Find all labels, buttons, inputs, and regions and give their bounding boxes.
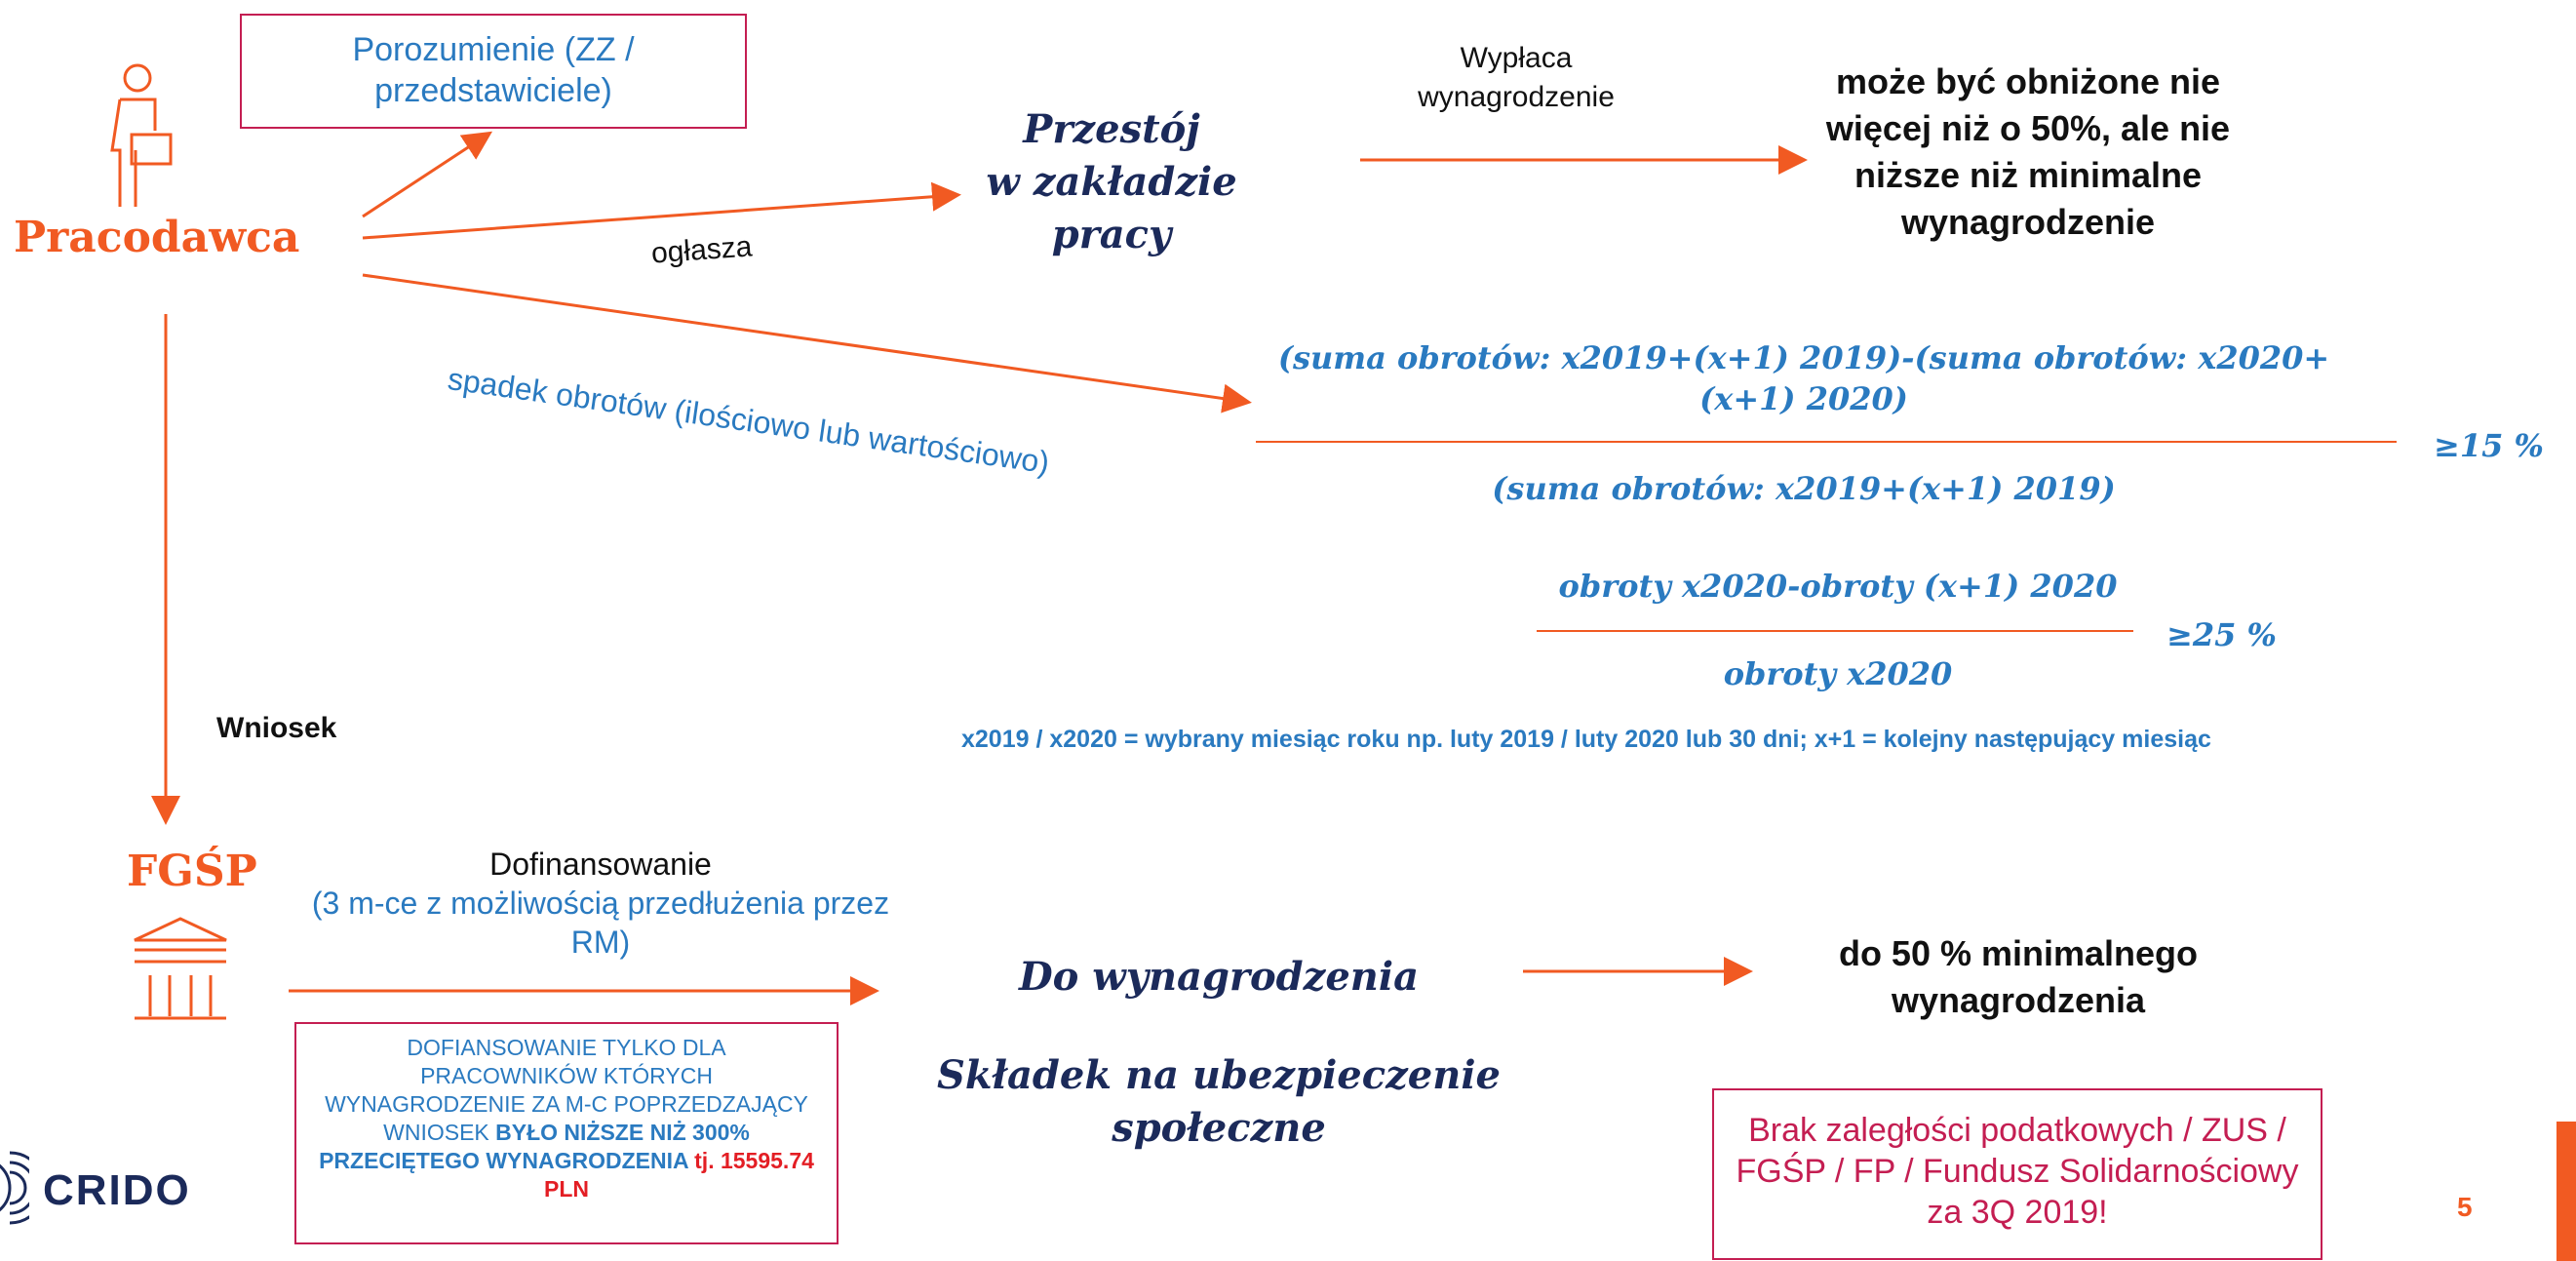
employer-label: Pracodawca	[14, 213, 300, 262]
formula2-threshold: ≥25 %	[2166, 616, 2277, 653]
formula1-denominator: (suma obrotów: x2019+(x+1) 2019)	[1492, 470, 2116, 507]
arrow-turnover-drop	[362, 273, 1252, 414]
cofunding-title: Dofinansowanie	[489, 847, 712, 882]
downtime-line1: Przestój	[1023, 106, 1200, 152]
salary-reduction-text: może być obniżone nie więcej niż o 50%, …	[1825, 61, 2231, 242]
pays-salary-line1: Wypłaca	[1460, 42, 1573, 74]
downtime-title: Przestój w zakładzie pracy	[936, 103, 1287, 261]
employer-person-icon	[110, 63, 173, 207]
arrow-to-agreement	[362, 131, 493, 218]
eligibility-part3: tj. 15595.74 PLN	[544, 1148, 814, 1202]
crido-logo-text: CRIDO	[43, 1166, 191, 1214]
crido-logo-mark-icon	[0, 1151, 29, 1225]
accent-bar	[2556, 1122, 2576, 1261]
downtime-line2: w zakładzie	[986, 159, 1237, 205]
institution-building-icon	[134, 917, 227, 1020]
page-number: 5	[2457, 1192, 2473, 1222]
arrow-to-downtime	[362, 181, 961, 240]
fgsp-label: FGŚP	[127, 847, 257, 896]
eligibility-part2: BYŁO NIŻSZE NIŻ 300% PRZECIĘTEGO WYNAGRO…	[319, 1120, 750, 1173]
footnote-text: x2019 / x2020 = wybrany miesiąc roku np.…	[961, 726, 2211, 753]
arrears-text: Brak zaległości podatkowych / ZUS / FGŚP…	[1736, 1112, 2299, 1231]
announces-label: ogłasza	[649, 230, 754, 270]
pays-salary-label: Wypłaca wynagrodzenie	[1375, 39, 1658, 117]
formula2-denominator: obroty x2020	[1723, 655, 1953, 692]
formula2-numerator: obroty x2020-obroty (x+1) 2020	[1558, 568, 2118, 605]
eligibility-box: DOFIANSOWANIE TYLKO DLA PRACOWNIKÓW KTÓR…	[294, 1022, 839, 1244]
application-label: Wniosek	[216, 712, 337, 744]
formula2-fraction-line	[1537, 630, 2133, 632]
eligibility-part1: DOFIANSOWANIE TYLKO DLA PRACOWNIKÓW KTÓR…	[325, 1035, 808, 1145]
formula1-fraction-line	[1256, 441, 2397, 443]
downtime-line3: pracy	[1051, 212, 1172, 257]
cofunding-detail: (3 m-ce z możliwością przedłużenia przez…	[311, 886, 890, 960]
to-salary-label: Do wynagrodzenia	[1018, 954, 1420, 1000]
pays-salary-line2: wynagrodzenie	[1418, 81, 1615, 113]
agreement-box: Porozumienie (ZZ / przedstawiciele)	[240, 14, 747, 129]
social-contrib-label: Składek na ubezpieczenie społeczne	[937, 1052, 1501, 1151]
cofunding-text: Dofinansowanie (3 m-ce z możliwością prz…	[308, 845, 893, 962]
formula1-numerator: (suma obrotów: x2019+(x+1) 2019)-(suma o…	[1277, 339, 2330, 417]
min-salary-text: do 50 % minimalnego wynagrodzenia	[1838, 933, 2199, 1020]
arrears-box: Brak zaległości podatkowych / ZUS / FGŚP…	[1712, 1088, 2322, 1260]
formula1-threshold: ≥15 %	[2434, 427, 2544, 464]
agreement-text: Porozumienie (ZZ / przedstawiciele)	[352, 31, 635, 109]
